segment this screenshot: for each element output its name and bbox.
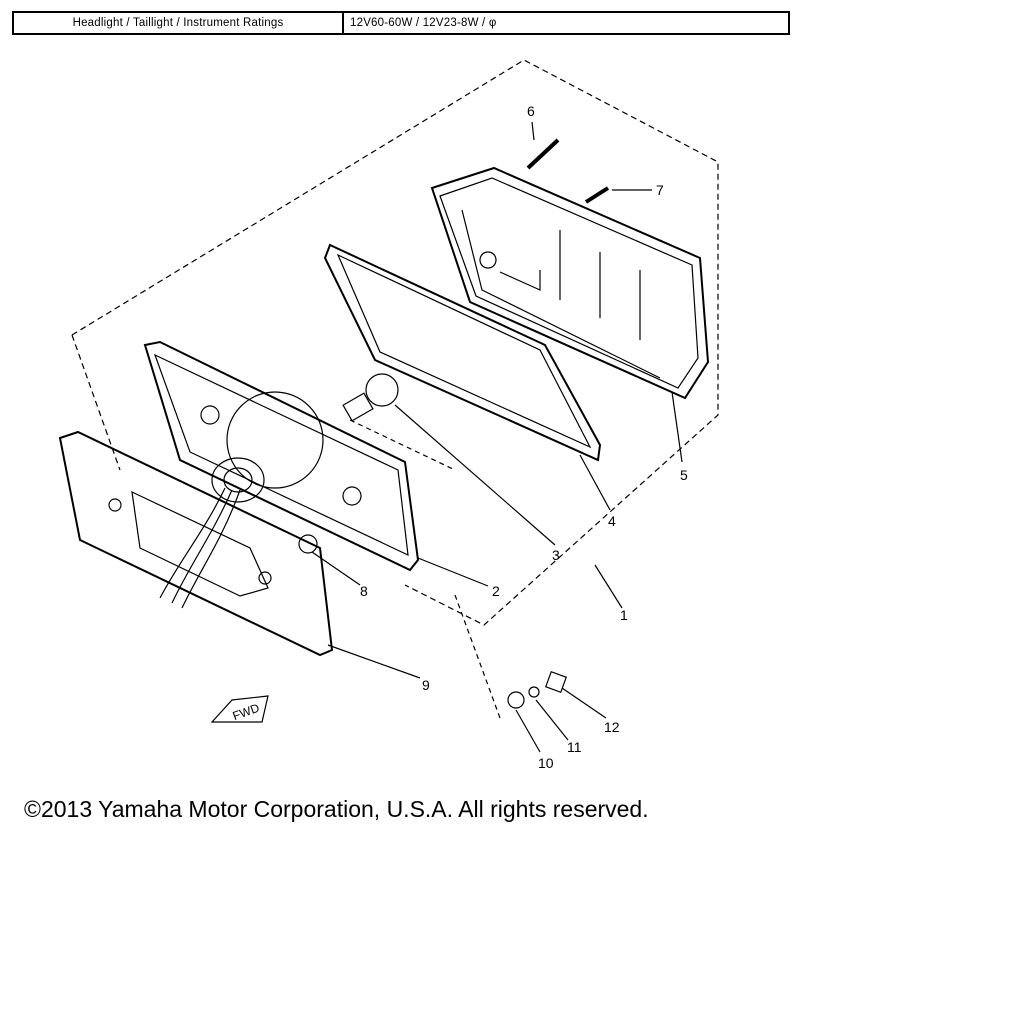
copyright-notice: ©2013 Yamaha Motor Corporation, U.S.A. A… <box>24 796 649 822</box>
callout-3: 3 <box>552 547 560 563</box>
callout-6: 6 <box>527 103 535 119</box>
callout-1: 1 <box>620 607 628 623</box>
callout-8: 8 <box>360 583 368 599</box>
callout-2: 2 <box>492 583 500 599</box>
callout-9: 9 <box>422 677 430 693</box>
callout-10: 10 <box>538 755 554 771</box>
callout-12: 12 <box>604 719 620 735</box>
ratings-value: 12V60-60W / 12V23-8W / φ <box>350 17 497 29</box>
lamp-housing <box>430 166 710 400</box>
exploded-parts-diagram: 1 2 3 4 5 6 7 8 9 10 11 12 FWD <box>58 59 719 771</box>
lens-base <box>143 340 420 572</box>
callout-4: 4 <box>608 513 616 529</box>
ratings-table: Headlight / Taillight / Instrument Ratin… <box>12 11 790 35</box>
gasket <box>323 243 602 462</box>
mounting-bracket <box>58 430 334 657</box>
callout-5: 5 <box>680 467 688 483</box>
fwd-label: FWD <box>231 701 262 724</box>
assembly-boundary <box>71 59 719 626</box>
ratings-label: Headlight / Taillight / Instrument Ratin… <box>14 13 344 33</box>
callout-11: 11 <box>567 739 582 755</box>
callout-7: 7 <box>656 182 664 198</box>
fwd-arrow <box>210 695 269 723</box>
bulb <box>342 373 399 422</box>
